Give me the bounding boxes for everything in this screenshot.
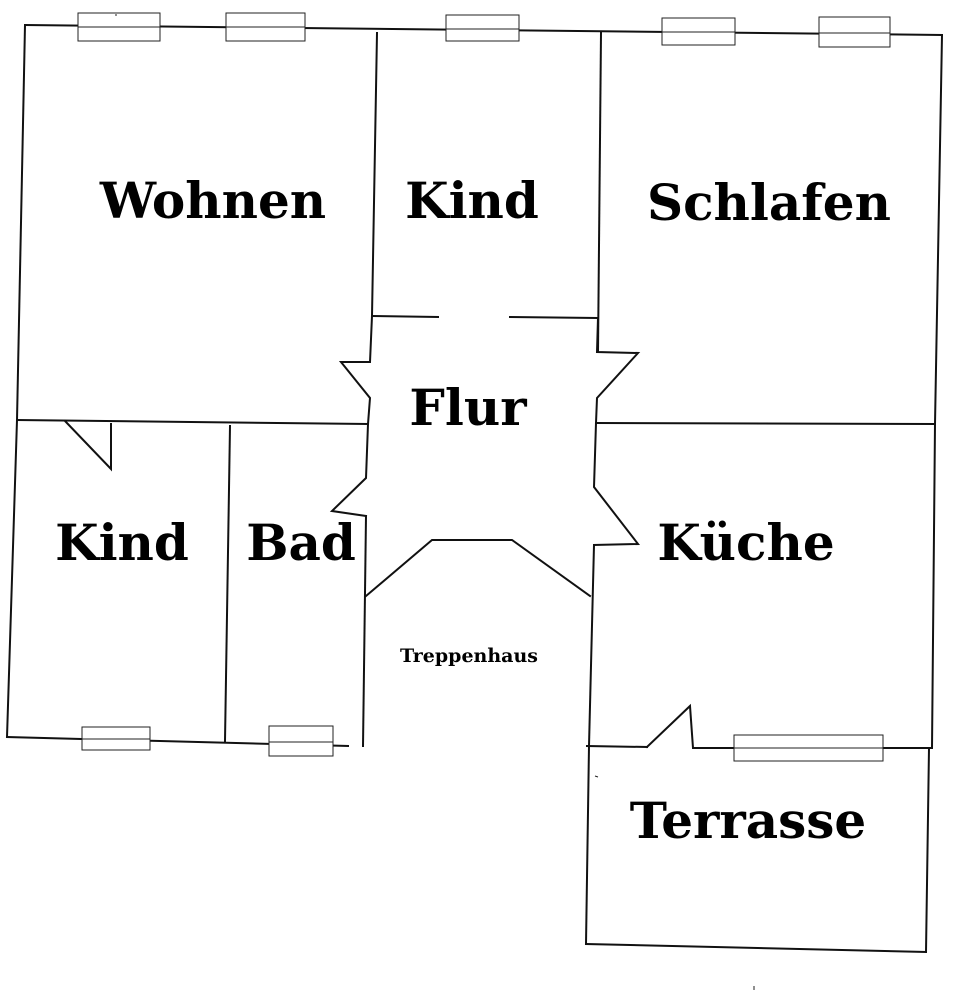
room-label-flur: Flur	[409, 378, 527, 437]
flur-doors	[329, 314, 641, 598]
window-schlafen-2	[818, 16, 891, 48]
room-label-wohnen: Wohnen	[99, 171, 326, 230]
room-label-bad: Bad	[246, 513, 356, 572]
room-label-kind-top: Kind	[405, 171, 539, 230]
room-label-treppenhaus: Treppenhaus	[400, 645, 538, 667]
room-label-schlafen: Schlafen	[647, 173, 891, 232]
room-label-kueche: Küche	[657, 513, 834, 572]
interior-walls	[15, 31, 937, 748]
windows	[77, 12, 891, 762]
room-label-terrasse: Terrasse	[630, 791, 866, 850]
scan-mark	[594, 775, 599, 778]
room-label-kind-bottom: Kind	[55, 513, 189, 572]
window-kind-top	[445, 14, 520, 42]
window-bad	[268, 725, 334, 757]
kind-door	[63, 419, 112, 472]
